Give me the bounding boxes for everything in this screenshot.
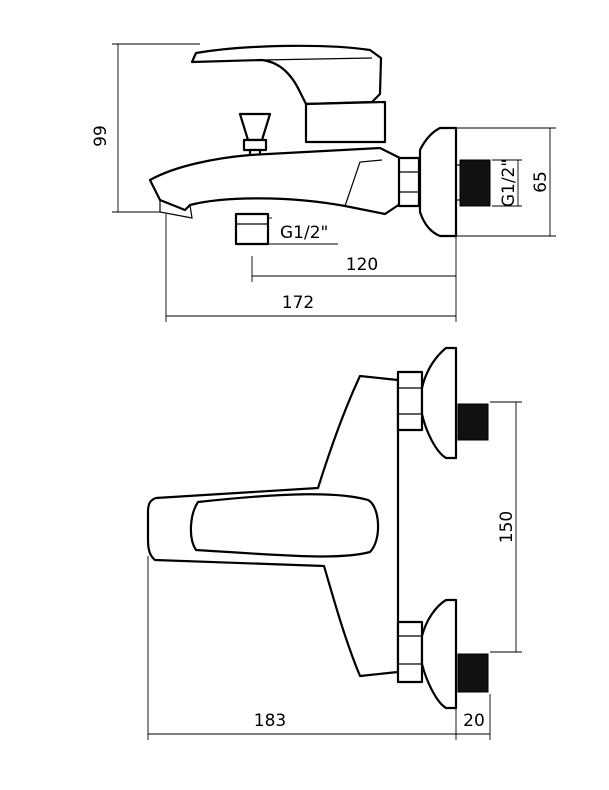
spout-thread-callout: G1/2": [268, 217, 338, 245]
centers-dim-label: 150: [497, 511, 517, 543]
centers-dimension: 150: [490, 401, 522, 653]
wall-flange: [418, 126, 458, 238]
hex-nut: [397, 156, 421, 208]
height-dim-label: 99: [91, 125, 111, 147]
upper-connection: [396, 346, 489, 460]
diverter-knob: [238, 112, 272, 158]
top-view: 150 183 20: [146, 346, 522, 740]
inlet-thread: [459, 159, 491, 207]
inlet-thread-label: G1/2": [499, 159, 519, 207]
height-dimension: 99: [91, 43, 200, 213]
overall-length-dim-label: 183: [254, 711, 286, 731]
side-view: 99: [91, 43, 556, 322]
spout: [148, 146, 402, 216]
overall-depth-dimension: 172: [165, 214, 457, 322]
overall-length-dimension: 183: [147, 556, 457, 740]
connection-height-dimension: 65: [456, 127, 556, 237]
inlet-thread-callout: G1/2": [492, 159, 522, 207]
spout-thread-label: G1/2": [280, 223, 328, 243]
overall-depth-dim-label: 172: [282, 293, 314, 313]
cartridge-housing: [304, 100, 387, 144]
shower-outlet: [234, 212, 270, 246]
lever-handle: [190, 44, 383, 106]
spout-reach-dimension: 120: [251, 255, 456, 282]
lever-top: [189, 493, 380, 558]
spout-reach-dim-label: 120: [346, 255, 378, 275]
inlet-depth-dim-label: 20: [463, 711, 485, 731]
lower-connection: [396, 598, 489, 710]
connection-height-dim-label: 65: [531, 171, 551, 193]
inlet-depth-dimension: 20: [456, 694, 491, 740]
